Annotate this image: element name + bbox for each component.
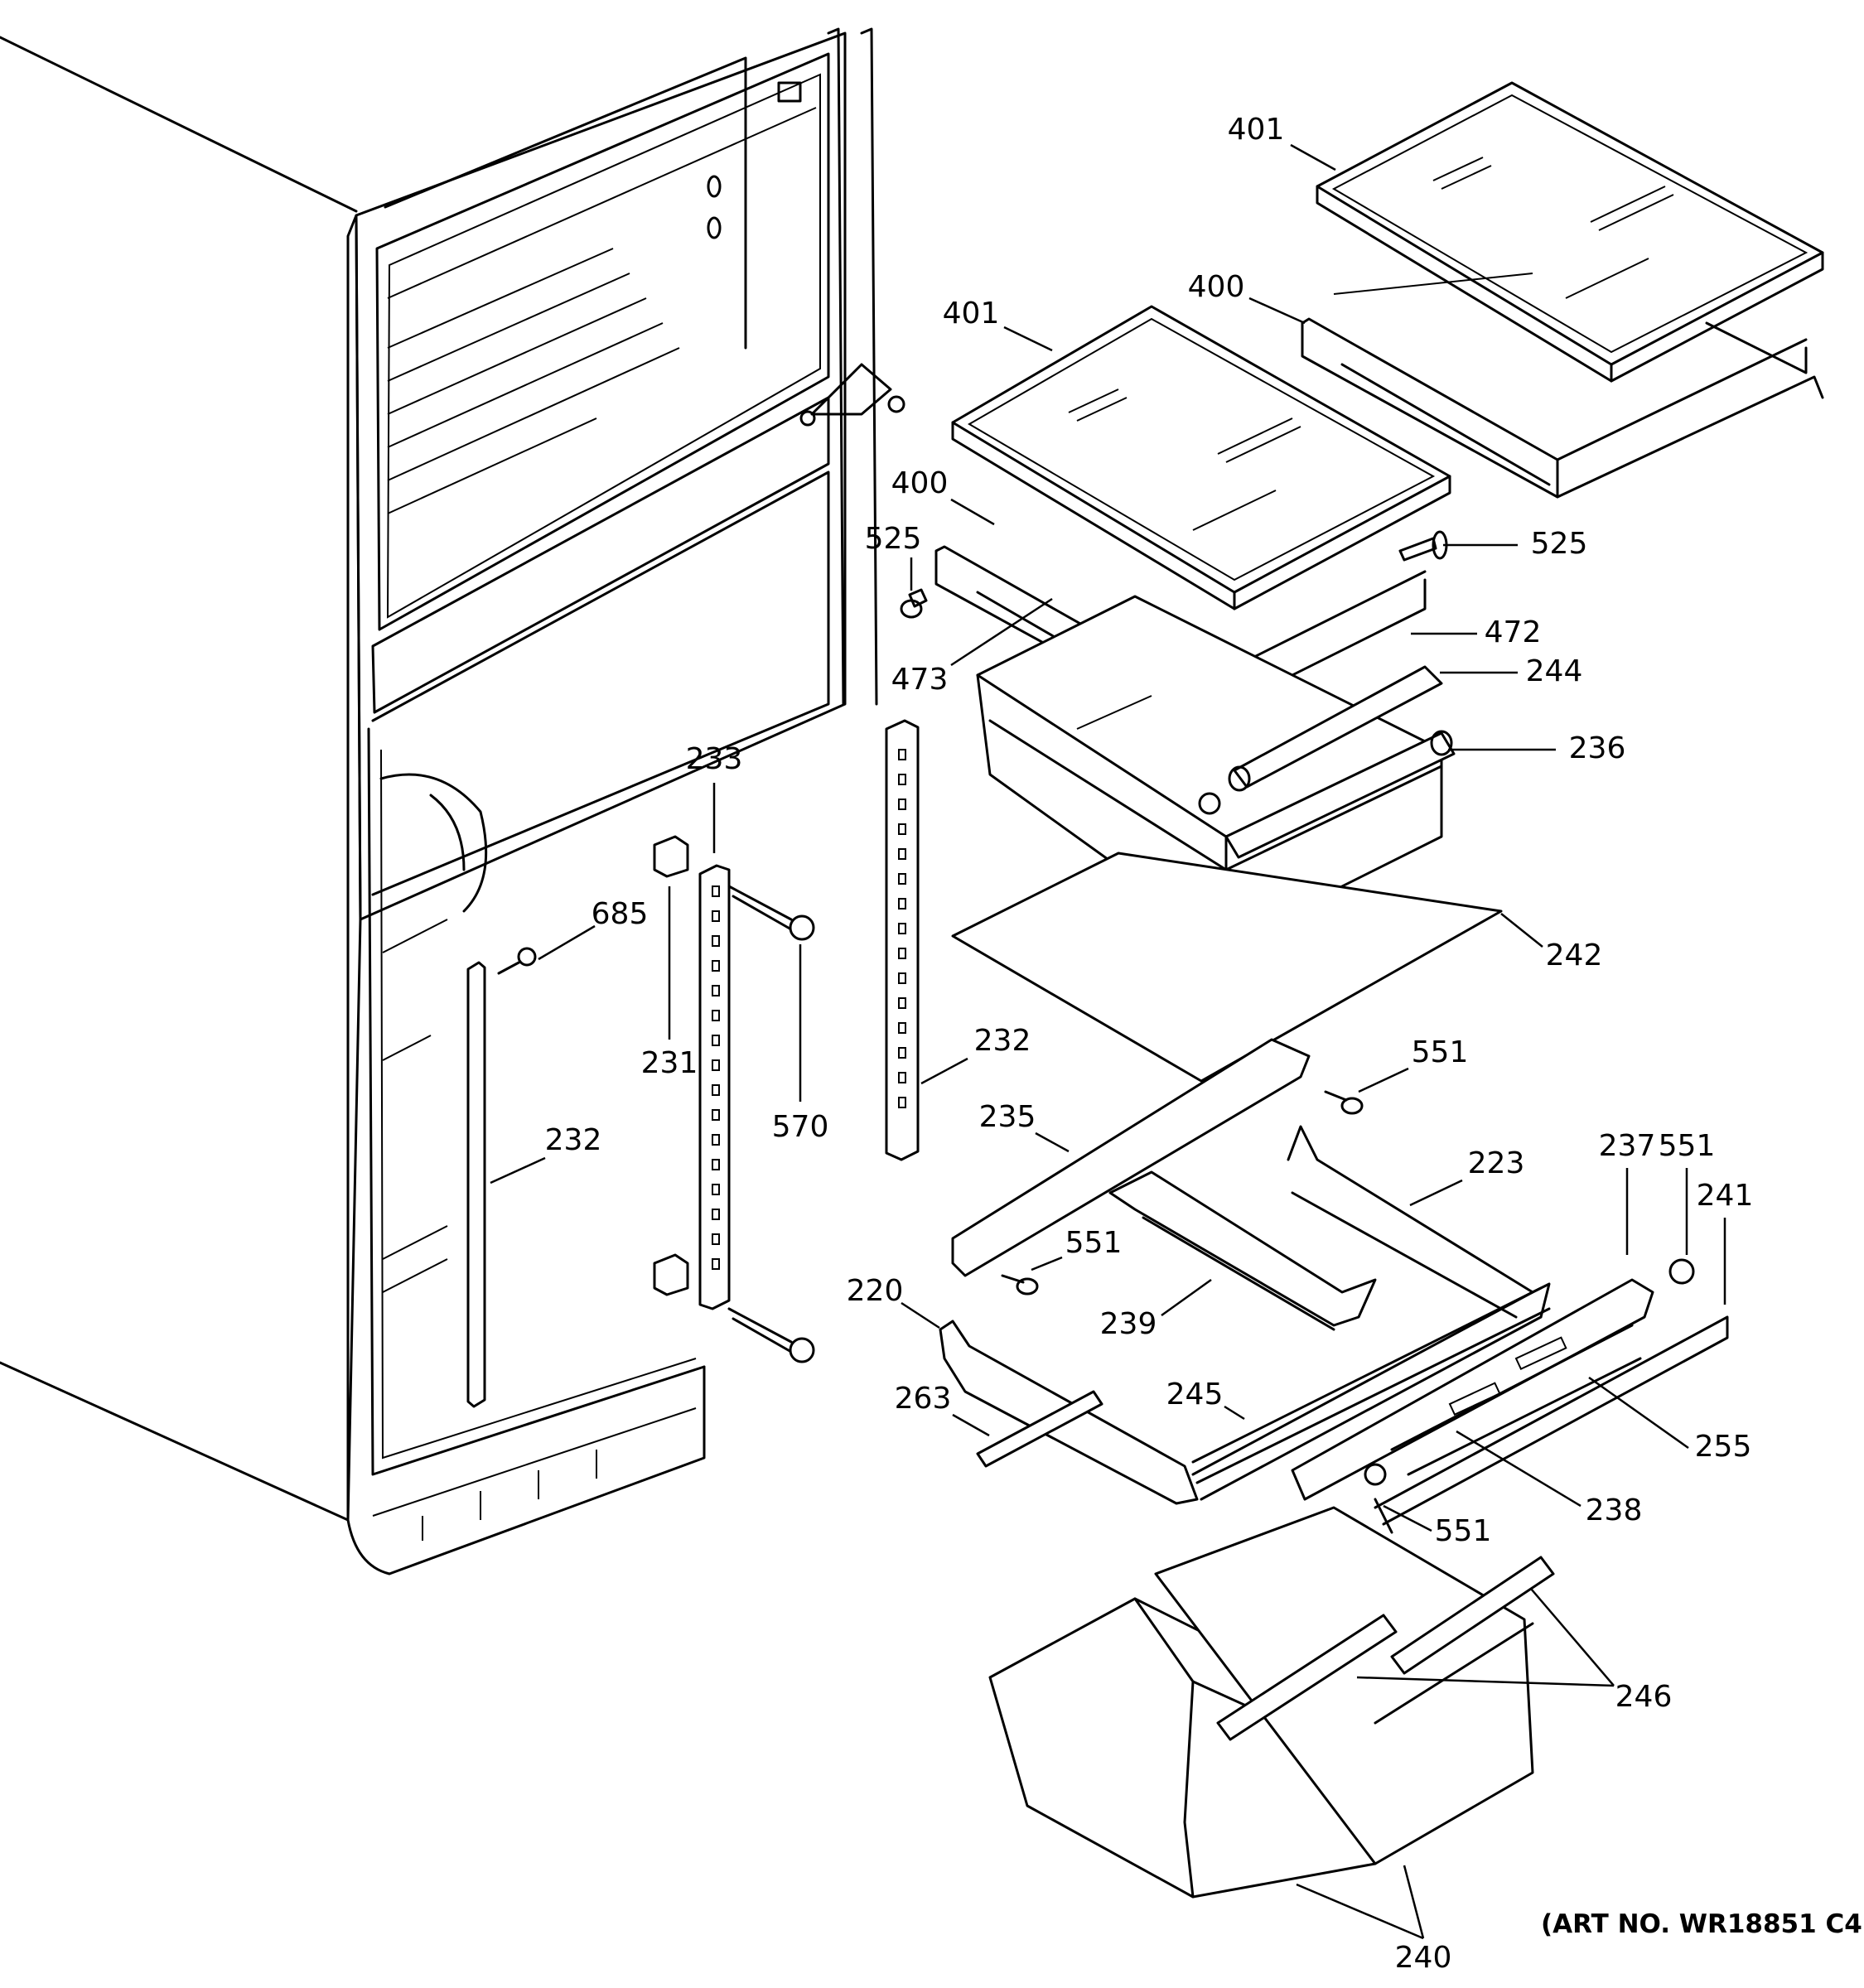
drawer-cover-242 [951,852,1503,1083]
part-label-525: 525 [865,522,922,556]
leader-line-232 [490,1156,546,1185]
shelf-401-upper [1316,81,1824,383]
part-label-233: 233 [686,742,743,776]
part-label-551: 551 [1412,1035,1469,1069]
part-label-245: 245 [1166,1378,1224,1411]
part-label-220: 220 [847,1274,904,1308]
part-label-235: 235 [979,1100,1036,1134]
leader-line-239 [1161,1278,1212,1317]
part-label-472: 472 [1485,615,1542,649]
leader-line-255 [1588,1376,1689,1450]
part-label-232: 232 [974,1024,1031,1058]
leader-line-235 [1035,1132,1070,1153]
leader-line-263 [952,1413,990,1437]
leader-line-551 [1358,1067,1409,1093]
part-label-237: 237 [1599,1129,1656,1163]
screw-525-left [900,588,928,619]
leader-line-400 [950,498,995,526]
part-label-473: 473 [891,663,949,697]
leader-line-473 [950,597,1053,667]
part-label-239: 239 [1100,1307,1157,1341]
shelf-rail-233 [698,864,731,1310]
shelf-frame-400-upper [1301,273,1824,499]
part-label-236: 236 [1569,731,1626,765]
screw-551-c [1668,1258,1695,1285]
art-number: (ART NO. WR18851 C4) [1541,1909,1864,1939]
screw-551-d [1364,1463,1387,1486]
part-label-551: 551 [1065,1226,1123,1260]
leader-line-220 [901,1301,940,1329]
handle-clip [1374,1498,1393,1534]
part-number-labels: 401 400 401 400 525 525 472 473 244 236 233 685 242 2… [545,113,1754,1975]
shelf-rail-232-left [466,961,486,1408]
screw-551-a [1324,1090,1364,1115]
cover-panel-237 [1291,1278,1654,1501]
part-label-401: 401 [943,297,1000,331]
pan-support-223 [1191,1125,1551,1501]
humidity-control-255 [1448,1336,1567,1416]
part-label-525: 525 [1531,527,1588,561]
callout-leaders [490,143,1726,1940]
part-label-570: 570 [772,1110,829,1144]
part-label-231: 231 [641,1046,698,1080]
leader-line-232 [920,1057,968,1085]
leader-line-245 [1224,1405,1245,1421]
part-label-400: 400 [1188,270,1245,304]
leader-line-240 [1403,1865,1425,1939]
leader-line-400 [1248,297,1306,325]
leader-line-extra [1296,1883,1424,1940]
part-label-551: 551 [1659,1129,1716,1163]
part-label-240: 240 [1395,1941,1452,1975]
part-label-238: 238 [1586,1493,1643,1527]
screw-525-right [1398,530,1448,562]
part-label-551: 551 [1435,1514,1492,1548]
rail-245 [1191,1286,1551,1484]
leader-line-401 [1003,326,1053,352]
cover-241 [1374,1315,1729,1526]
part-label-263: 263 [895,1382,952,1416]
pan-support-239 [1108,1170,1377,1331]
part-label-223: 223 [1468,1146,1525,1180]
part-label-246: 246 [1615,1680,1673,1714]
rail-263 [976,1390,1103,1468]
rail-clip-231 [653,835,689,1296]
control-slider-238 [1390,1324,1642,1476]
part-label-685: 685 [592,897,649,931]
screw-685 [497,947,537,975]
shelf-rail-232-center [885,719,920,1161]
shelf-401-middle [951,305,1451,610]
leader-line-246 [1530,1588,1615,1686]
screw-551-b [1001,1274,1039,1296]
leader-line-242 [1500,913,1543,948]
leader-line-extra [1356,1676,1615,1687]
part-label-241: 241 [1697,1179,1754,1213]
cross-rail-235 [951,1038,1311,1277]
screw-570 [727,885,815,1363]
leader-line-551 [1031,1256,1063,1271]
crisper-drawer-240-right [1154,1506,1534,1865]
drawer-handle-246 [1216,1556,1555,1741]
leader-line-223 [1409,1179,1463,1207]
part-label-255: 255 [1695,1430,1752,1464]
part-label-232: 232 [545,1123,602,1157]
leader-line-238 [1456,1430,1582,1508]
part-label-401: 401 [1228,113,1285,147]
leader-line-551 [1383,1504,1432,1532]
leader-line-685 [538,924,596,961]
part-label-242: 242 [1546,939,1603,972]
leader-line-401 [1290,143,1336,171]
part-label-400: 400 [891,466,949,500]
refrigerator-cabinet [0,27,905,1575]
part-label-244: 244 [1526,654,1583,688]
